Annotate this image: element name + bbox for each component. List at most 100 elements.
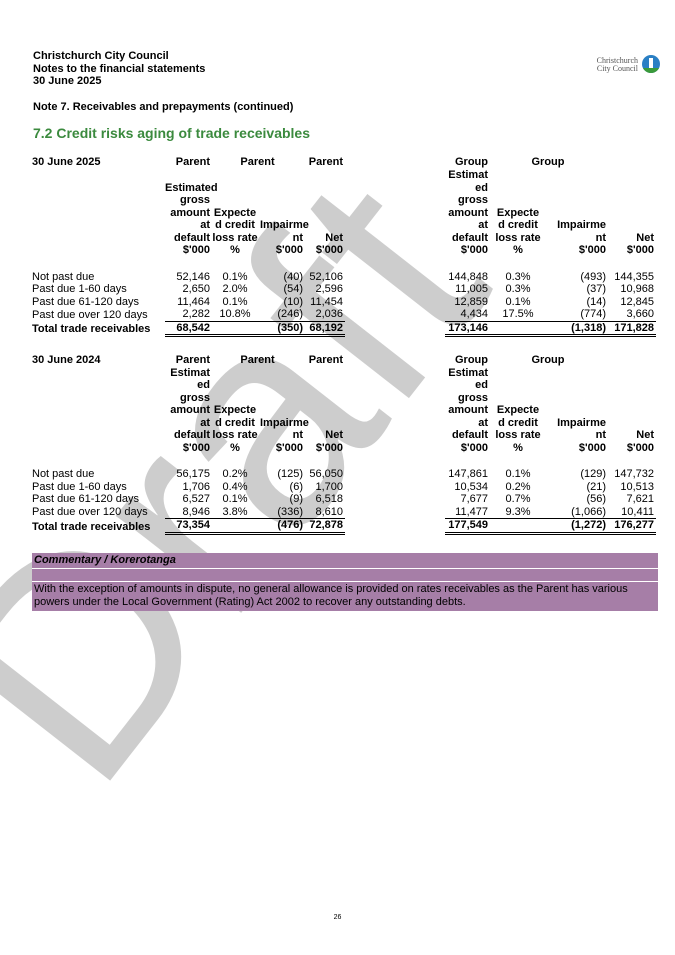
- value-cell: (336): [277, 505, 303, 518]
- value-cell: [490, 518, 548, 535]
- column-header: Net$'000: [315, 429, 343, 454]
- value-cell: 0.3%: [505, 270, 531, 283]
- value-cell: 176,277: [608, 518, 656, 535]
- value-cell: 12,859: [454, 295, 488, 308]
- value-cell: 147,732: [614, 468, 654, 480]
- value-cell: (54): [283, 283, 303, 295]
- group-label: Parent: [308, 354, 343, 366]
- doc-date: 30 June 2025: [33, 75, 102, 87]
- value-cell: (125): [277, 468, 303, 480]
- value-cell: (246): [277, 308, 303, 320]
- column-header: Net$'000: [315, 231, 343, 257]
- group-label: Group: [531, 354, 565, 366]
- value-cell: 0.1%: [222, 295, 248, 308]
- value-cell: 10,968: [620, 283, 654, 295]
- doc-subtitle: Notes to the financial statements: [33, 62, 206, 75]
- value-cell: 171,828: [608, 320, 656, 337]
- spacer: [345, 271, 445, 284]
- value-cell: (37): [586, 283, 606, 295]
- value-cell: 2,282: [182, 308, 210, 320]
- value-cell: 52,106: [309, 270, 343, 283]
- value-cell: 147,861: [448, 468, 488, 480]
- value-cell: 0.1%: [222, 270, 248, 283]
- cathedral-logo-icon: [642, 55, 660, 73]
- row-label: Past due 1-60 days: [32, 283, 127, 295]
- value-cell: (350): [260, 320, 305, 337]
- gap: [32, 257, 656, 271]
- commentary-text: With the exception of amounts in dispute…: [34, 583, 628, 608]
- value-cell: 0.2%: [222, 468, 248, 480]
- logo-line2: City Council: [596, 64, 638, 73]
- value-cell: 2.0%: [222, 283, 248, 295]
- value-cell: 11,454: [310, 295, 343, 308]
- column-header: Net$'000: [626, 429, 654, 454]
- commentary-title: Commentary / Korerotanga: [32, 553, 658, 569]
- value-cell: 1,700: [315, 480, 343, 493]
- row-label: Past due 61-120 days: [32, 295, 140, 308]
- group-label: Group: [531, 156, 565, 168]
- value-cell: 0.3%: [505, 283, 531, 295]
- group-label: Group: [455, 156, 488, 168]
- value-cell: 17.5%: [502, 308, 534, 320]
- value-cell: 2,596: [315, 283, 343, 295]
- value-cell: 177,549: [445, 518, 490, 535]
- value-cell: [212, 320, 260, 337]
- value-cell: (40): [283, 270, 303, 283]
- value-cell: 8,946: [182, 505, 210, 518]
- value-cell: 8,610: [315, 505, 343, 518]
- value-cell: 2,650: [182, 283, 210, 295]
- value-cell: (476): [260, 518, 305, 535]
- group-label: Parent: [175, 354, 210, 366]
- spacer: [345, 156, 445, 169]
- value-cell: (774): [580, 308, 606, 320]
- spacer: [345, 519, 445, 534]
- value-cell: (1,318): [548, 320, 608, 337]
- value-cell: (1,272): [548, 518, 608, 535]
- value-cell: 173,146: [445, 320, 490, 337]
- org-name: Christchurch City Council: [33, 50, 169, 62]
- value-cell: 10,534: [454, 480, 488, 493]
- value-cell: 1,706: [182, 480, 210, 493]
- table-period: 30 June 2025: [32, 156, 101, 168]
- value-cell: 0.1%: [222, 493, 248, 505]
- value-cell: (129): [580, 468, 606, 480]
- value-cell: (493): [580, 270, 606, 283]
- page-number: 26: [333, 914, 342, 921]
- value-cell: 10.8%: [219, 308, 251, 320]
- value-cell: (56): [586, 493, 606, 505]
- group-label: Parent: [308, 156, 343, 168]
- spacer: [345, 308, 445, 321]
- value-cell: 68,542: [165, 320, 212, 337]
- spacer: [345, 283, 445, 296]
- spacer: [345, 506, 445, 519]
- label-header: [32, 169, 165, 257]
- spacer: [608, 156, 656, 169]
- gap: [32, 454, 656, 468]
- value-cell: [490, 320, 548, 337]
- logo-line1: Christchurch: [596, 56, 638, 65]
- value-cell: 9.3%: [505, 505, 531, 518]
- table-period: 30 June 2024: [32, 354, 101, 366]
- spacer: [345, 169, 445, 257]
- value-cell: 0.7%: [505, 493, 531, 505]
- value-cell: 10,513: [620, 480, 654, 493]
- value-cell: 4,434: [460, 308, 488, 320]
- spacer: [345, 296, 445, 309]
- spacer: [345, 468, 445, 481]
- spacer: [608, 354, 656, 367]
- value-cell: 56,175: [176, 468, 210, 480]
